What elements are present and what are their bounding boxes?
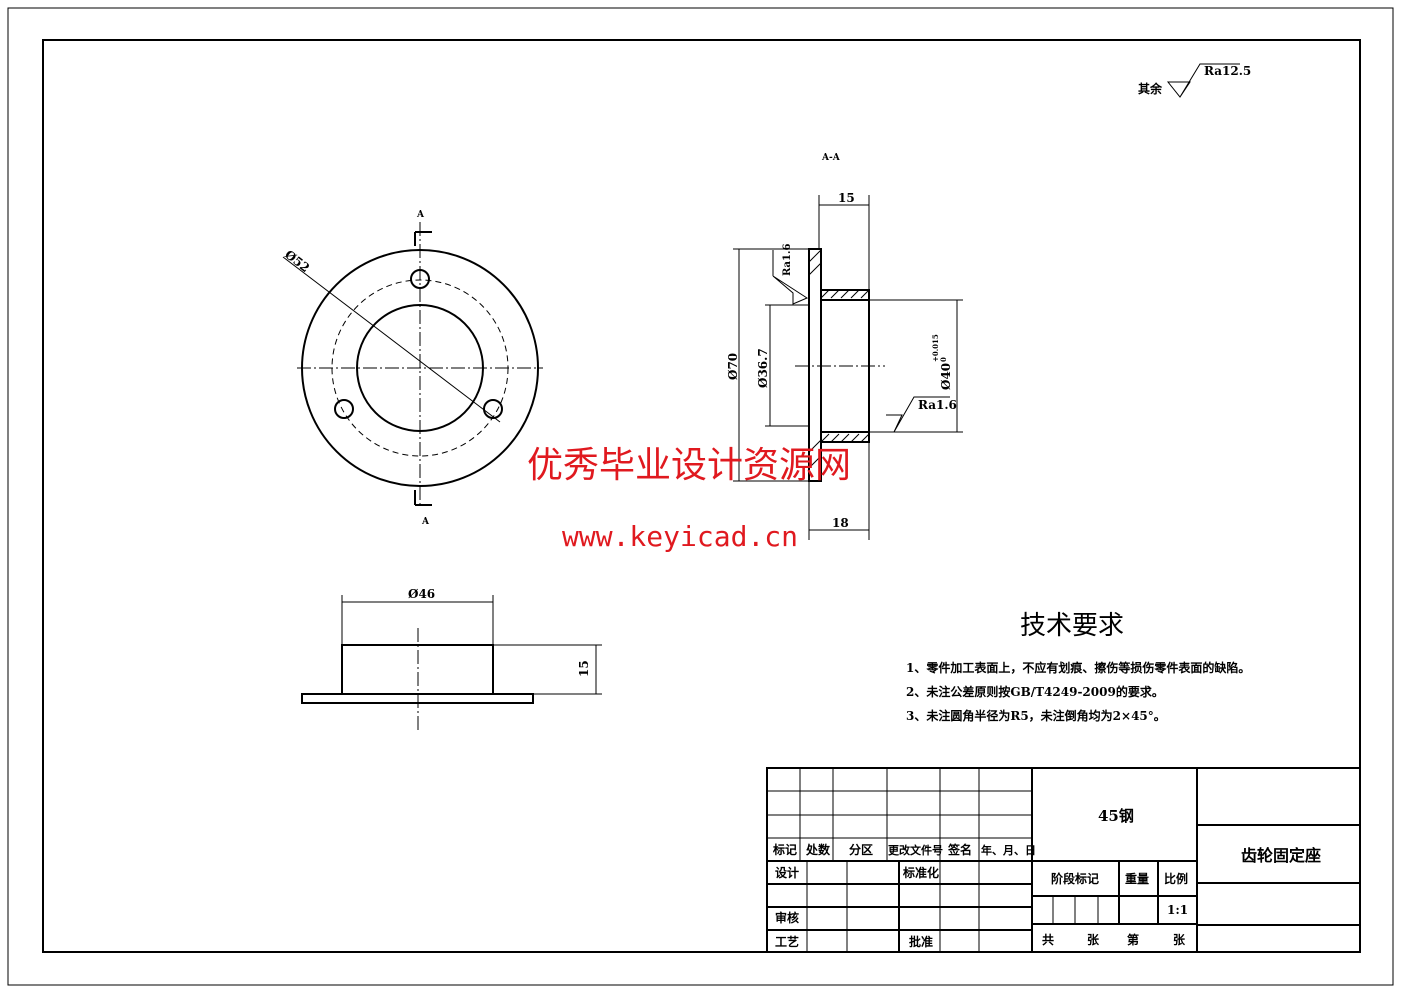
requirement-item: 1、零件加工表面上，不应有划痕、擦伤等损伤零件表面的缺陷。 — [906, 660, 1250, 675]
dimension-label: 15 — [577, 660, 591, 677]
review-label: 审核 — [775, 910, 799, 925]
weight-label: 重量 — [1125, 871, 1149, 886]
dimension-label: 15 — [838, 191, 855, 205]
section-title: A-A — [821, 153, 841, 163]
header-date: 年、月、日 — [981, 843, 1036, 857]
header-doc-no: 更改文件号 — [888, 843, 943, 857]
header-zone: 分区 — [849, 842, 873, 857]
tech-requirements-title: 技术要求 — [1020, 611, 1124, 641]
cut-mark-label: A — [416, 210, 425, 220]
watermark-url: www.keyicad.cn — [562, 520, 798, 553]
tolerance-upper: +0.015 — [931, 334, 940, 362]
tolerance-lower: 0 — [939, 357, 948, 362]
inner-border — [42, 39, 1361, 953]
dimension-label: 18 — [832, 516, 849, 530]
technical-requirements: 技术要求 1、零件加工表面上，不应有划痕、擦伤等损伤零件表面的缺陷。 2、未注公… — [906, 611, 1250, 723]
general-roughness-note: 其余 Ra12.5 — [1138, 63, 1251, 98]
header-signature: 签名 — [947, 842, 972, 857]
header-mark: 标记 — [772, 842, 797, 857]
roughness-label: 其余 — [1138, 81, 1163, 96]
roughness-symbol-icon — [886, 396, 950, 433]
material: 45钢 — [1098, 807, 1134, 825]
scale-value: 1:1 — [1167, 903, 1188, 917]
dimension-label: Ø36.7 — [756, 348, 770, 388]
section-view: A-A 15 18 Ø70 Ø36.7 Ø40 +0.015 0 Ra1.6 R… — [726, 153, 963, 540]
total-label: 共 — [1042, 932, 1054, 947]
sheet-label: 张 — [1173, 932, 1186, 947]
approve-label: 批准 — [909, 934, 933, 949]
roughness-symbol-icon — [772, 250, 809, 305]
bolt-hole — [483, 399, 503, 419]
roughness-value: Ra1.6 — [918, 398, 957, 412]
header-count: 处数 — [805, 842, 831, 857]
roughness-symbol-icon — [1166, 63, 1240, 98]
dimension-label: Ø70 — [726, 353, 740, 380]
outer-frame — [7, 7, 1394, 986]
watermark-title: 优秀毕业设计资源网 — [527, 445, 851, 486]
standardize-label: 标准化 — [902, 865, 939, 880]
dimension-label: Ø46 — [408, 587, 435, 601]
bottom-view: Ø46 15 — [301, 587, 602, 730]
roughness-value: Ra1.6 — [782, 244, 793, 276]
front-view: A A Ø52 — [282, 210, 543, 527]
requirement-item: 2、未注公差原则按GB/T4249-2009的要求。 — [906, 684, 1164, 699]
design-label: 设计 — [775, 865, 799, 880]
requirement-item: 3、未注圆角半径为R5，未注倒角均为2×45°。 — [906, 708, 1166, 723]
dimension-label: Ø40 — [939, 363, 953, 390]
stage-mark-label: 阶段标记 — [1051, 871, 1099, 886]
roughness-value: Ra12.5 — [1204, 64, 1251, 78]
scale-label: 比例 — [1164, 871, 1188, 886]
dimension-label: Ø52 — [282, 247, 312, 275]
cut-mark-label: A — [421, 517, 430, 527]
section-cut-mark — [414, 231, 432, 506]
sheets-label: 张 — [1087, 932, 1100, 947]
part-name: 齿轮固定座 — [1241, 846, 1321, 865]
process-label: 工艺 — [775, 934, 799, 949]
sheet-no-label: 第 — [1127, 932, 1139, 947]
title-block: 标记 处数 分区 更改文件号 签名 年、月、日 设计 标准化 审核 工艺 批准 … — [766, 767, 1361, 953]
dimension-line — [282, 256, 501, 423]
bolt-hole — [334, 399, 354, 419]
